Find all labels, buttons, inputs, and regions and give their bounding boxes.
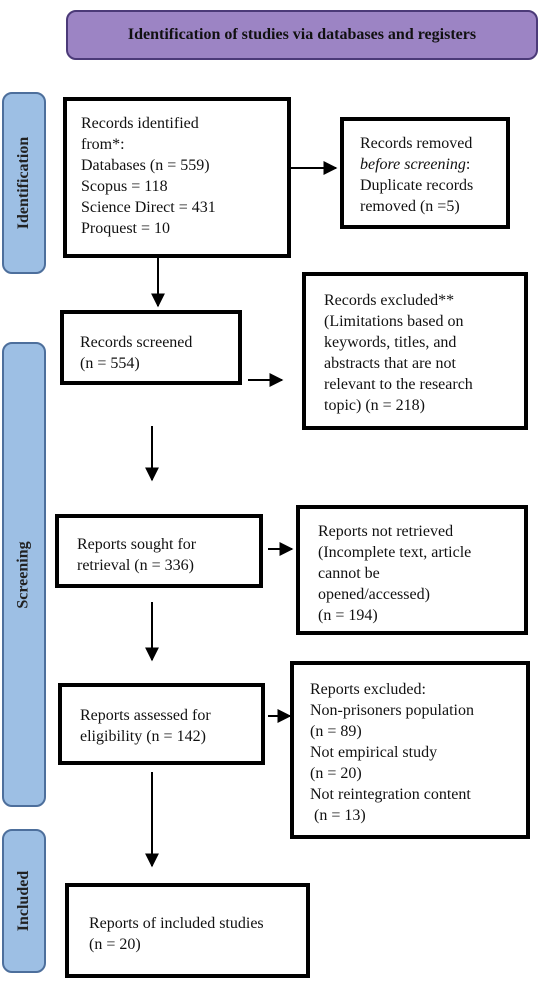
reports-included-line: Reports of included studies [89, 915, 264, 932]
phase-included: Included [2, 829, 46, 973]
records-removed-line: Duplicate records [360, 177, 474, 194]
reports-excluded-line: (n = 20) [310, 765, 362, 782]
records-excluded-line: Records excluded** [324, 292, 455, 309]
records-removed-line: before screening: [360, 154, 490, 175]
records-identified-line: Science Direct = 431 [81, 199, 216, 216]
reports-excluded-line: Not empirical study [310, 744, 438, 761]
reports-not-retrieved-line: opened/accessed) [318, 586, 430, 603]
reports-sought-line: retrieval (n = 336) [77, 557, 194, 574]
reports-sought-line: Reports sought for [77, 536, 197, 553]
records-excluded-line: abstracts that are not [324, 355, 456, 372]
records-identified-line: Scopus = 118 [81, 178, 168, 195]
reports-not-retrieved-line: (Incomplete text, article [318, 544, 472, 561]
before-screening-colon: : [465, 156, 471, 173]
records-removed-box: Records removed before screening: Duplic… [340, 117, 510, 229]
reports-assessed-line: eligibility (n = 142) [80, 728, 206, 745]
records-identified-line: Proquest = 10 [81, 220, 171, 237]
reports-not-retrieved-line: Reports not retrieved [318, 523, 454, 540]
reports-included-line: (n = 20) [89, 936, 141, 953]
header-title: Identification of studies via databases … [127, 26, 477, 43]
records-identified-line: Records identified [81, 115, 199, 132]
reports-excluded-line: Not reintegration content [310, 786, 471, 803]
records-excluded-box: Records excluded** (Limitations based on… [302, 272, 528, 430]
reports-excluded-line: (n = 89) [310, 723, 362, 740]
reports-not-retrieved-line: (n = 194) [318, 607, 378, 624]
records-excluded-line: topic) (n = 218) [324, 397, 425, 414]
reports-excluded-box: Reports excluded: Non-prisoners populati… [290, 661, 530, 839]
reports-assessed-box: Reports assessed for eligibility (n = 14… [58, 683, 265, 765]
phase-identification: Identification [2, 92, 46, 274]
reports-assessed-line: Reports assessed for [80, 707, 211, 724]
header-banner: Identification of studies via databases … [66, 10, 538, 60]
reports-not-retrieved-box: Reports not retrieved (Incomplete text, … [296, 505, 528, 635]
records-identified-line: from*: [81, 136, 125, 153]
records-screened-line: (n = 554) [80, 355, 140, 372]
records-identified-box: Records identified from*: Databases (n =… [63, 97, 291, 258]
records-excluded-line: (Limitations based on [324, 313, 464, 330]
reports-excluded-line: Reports excluded: [310, 681, 426, 698]
records-removed-line: Records removed [360, 135, 473, 152]
records-excluded-line: keywords, titles, and [324, 334, 457, 351]
records-screened-box: Records screened (n = 554) [60, 310, 242, 385]
records-identified-line: Databases (n = 559) [81, 157, 210, 174]
phase-screening: Screening [2, 342, 46, 807]
reports-sought-box: Reports sought for retrieval (n = 336) [55, 514, 263, 588]
records-screened-line: Records screened [80, 334, 193, 351]
before-screening-text: before screening [360, 156, 466, 173]
records-removed-line: removed (n =5) [360, 198, 460, 215]
records-excluded-line: relevant to the research [324, 376, 473, 393]
reports-not-retrieved-line: cannot be [318, 565, 380, 582]
reports-excluded-line: Non-prisoners population [310, 702, 474, 719]
reports-excluded-line: (n = 13) [310, 807, 366, 824]
reports-included-box: Reports of included studies (n = 20) [65, 883, 310, 978]
